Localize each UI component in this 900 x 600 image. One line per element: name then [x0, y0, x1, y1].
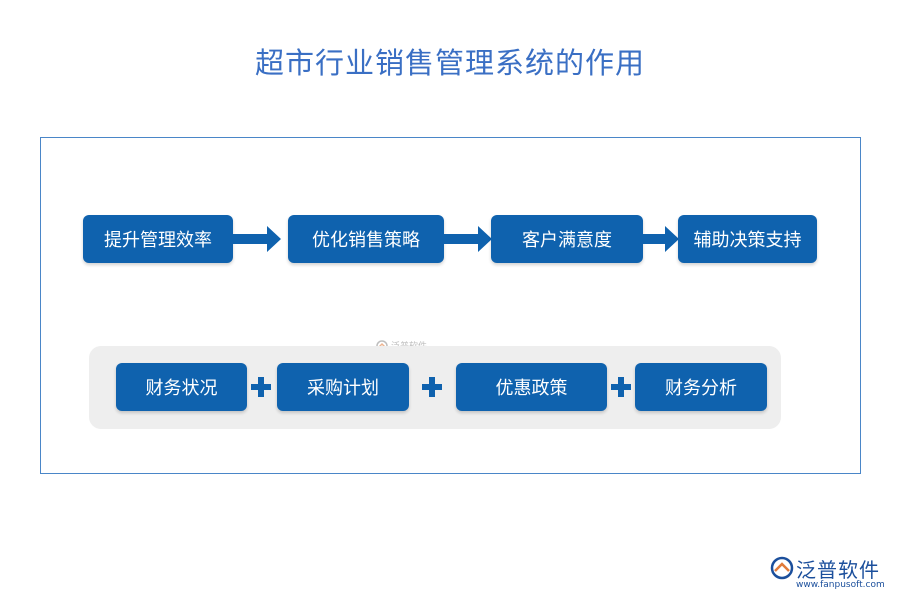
- fanpu-logo-icon: [770, 556, 794, 580]
- component-1: 财务状况: [116, 363, 247, 411]
- plus-icon: [251, 377, 271, 397]
- flow-step-3: 客户满意度: [491, 215, 643, 263]
- component-3: 优惠政策: [456, 363, 607, 411]
- logo-url: www.fanpusoft.com: [796, 580, 885, 590]
- plus-icon: [422, 377, 442, 397]
- page-title: 超市行业销售管理系统的作用: [254, 46, 645, 80]
- diagram-frame: [40, 137, 861, 474]
- plus-icon: [611, 377, 631, 397]
- brand-logo: 泛普软件 www.fanpusoft.com: [770, 552, 895, 596]
- flow-step-2: 优化销售策略: [288, 215, 444, 263]
- logo-name: 泛普软件: [796, 558, 880, 582]
- flow-step-4: 辅助决策支持: [678, 215, 817, 263]
- arrow-right-icon: [444, 226, 492, 252]
- arrow-right-icon: [643, 226, 679, 252]
- flow-step-1: 提升管理效率: [83, 215, 233, 263]
- component-2: 采购计划: [277, 363, 409, 411]
- component-4: 财务分析: [635, 363, 767, 411]
- arrow-right-icon: [233, 226, 281, 252]
